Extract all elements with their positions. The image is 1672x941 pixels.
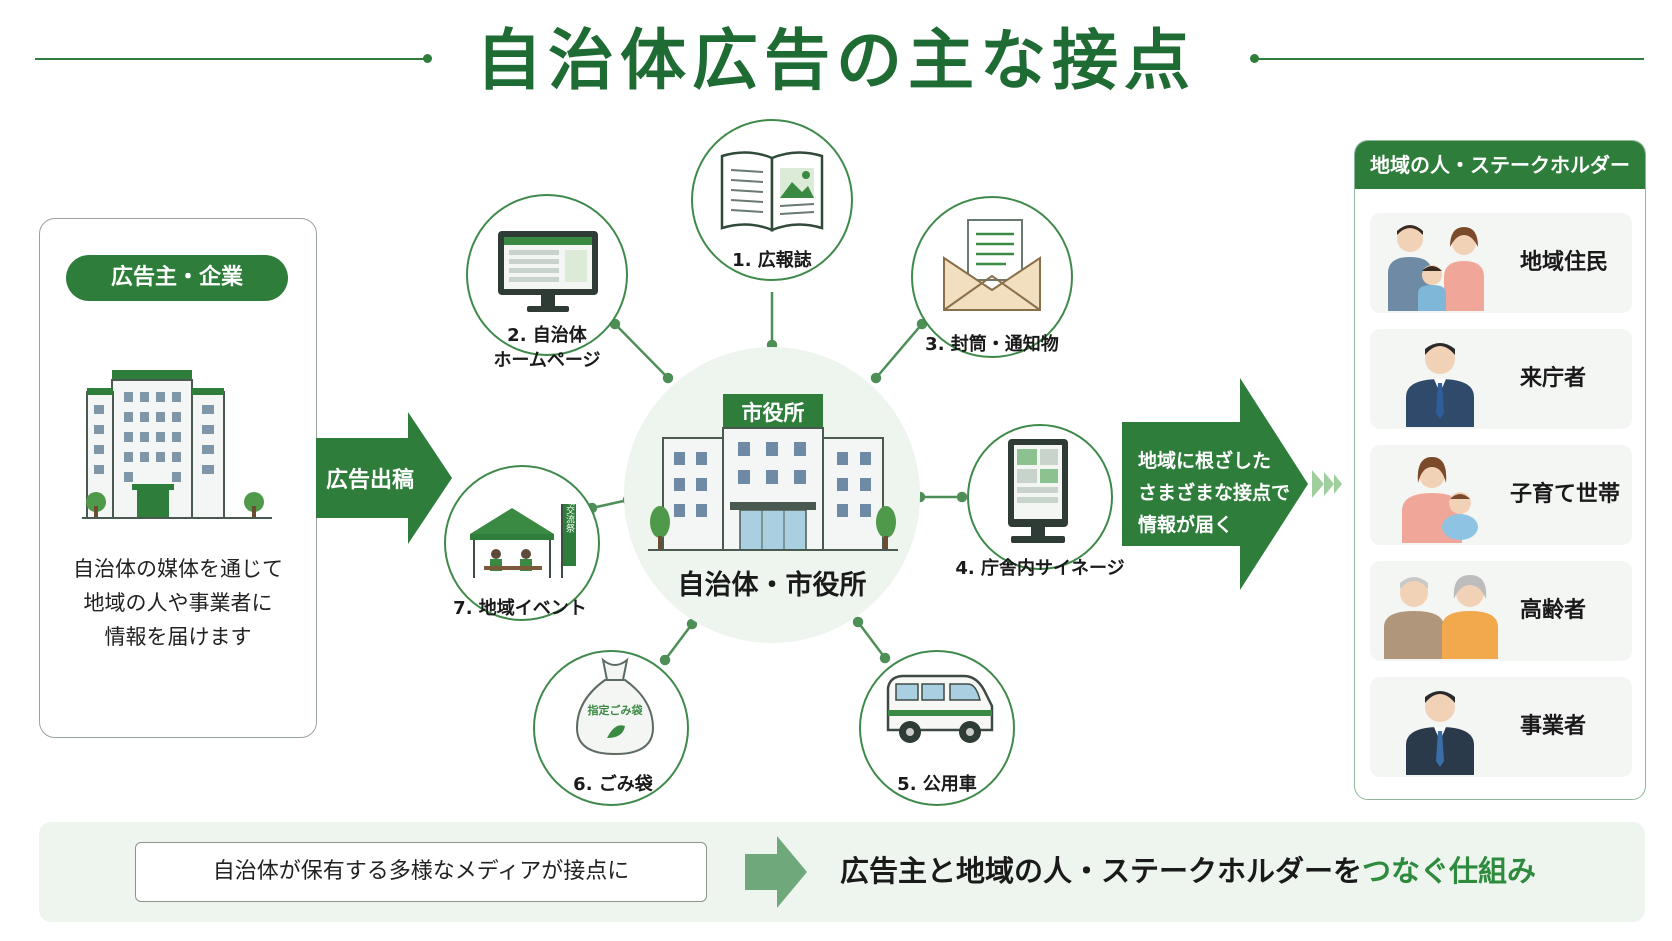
advertiser-description-line: 情報を届けます (104, 625, 252, 649)
monitor-icon (498, 231, 598, 312)
media-label-homepage: 2. 自治体 ホームページ (467, 323, 627, 373)
advertiser-description-line: 地域の人や事業者に (83, 591, 273, 615)
garbage-bag-print: 指定ごみ袋 (588, 703, 644, 717)
city-hall-icon: 市役所 (648, 394, 898, 551)
van-icon (886, 674, 994, 743)
summary-main-prefix: 広告主と地域の人・ステークホルダーを (840, 854, 1363, 888)
audience-card: 事業者 (1370, 677, 1632, 777)
deliver-arrow-line: 情報が届く (1138, 514, 1234, 536)
media-label-line: 2. 自治体 (507, 325, 587, 346)
audience-card: 子育て世帯 (1370, 445, 1632, 545)
parent-child-icon (1402, 457, 1478, 543)
city-hall-sign: 市役所 (742, 401, 805, 425)
audience-label: 地域住民 (1520, 250, 1609, 275)
media-label-line: 3. 封筒・通知物 (925, 334, 1059, 355)
summary-arrow (745, 836, 807, 908)
audience-panel: 地域の人・ステークホルダー 地域住民 来庁者 子育て世帯 (1354, 140, 1646, 800)
media-label-line: 7. 地域イベント (453, 598, 587, 619)
family-icon (1388, 225, 1484, 311)
advertiser-label: 広告主・企業 (66, 255, 288, 301)
audience-label: 来庁者 (1520, 366, 1587, 391)
title-rule-left-dot (423, 54, 432, 63)
title-rule-left (35, 58, 427, 60)
signage-icon (1008, 439, 1068, 543)
media-label-line: 6. ごみ袋 (573, 774, 653, 795)
businessperson-icon (1406, 691, 1474, 775)
audience-label: 事業者 (1520, 714, 1587, 739)
deliver-arrow-line: 地域に根ざした (1138, 450, 1272, 472)
magazine-icon (720, 151, 824, 232)
title-rule-right (1254, 58, 1644, 60)
media-label-line: ホームページ (493, 350, 601, 371)
deliver-arrow-label: 地域に根ざした さまざまな接点で 情報が届く (1138, 445, 1290, 541)
audience-card: 地域住民 (1370, 213, 1632, 313)
office-building-icon (82, 370, 272, 519)
media-label-line: 1. 広報誌 (732, 250, 812, 271)
summary-main-highlight: つなぐ仕組み (1362, 854, 1537, 888)
garbage-bag-icon: 指定ごみ袋 (575, 657, 655, 756)
advertiser-description-line: 自治体の媒体を通じて (73, 557, 283, 581)
center-label: 自治体・市役所 (677, 570, 867, 601)
summary-box: 自治体が保有する多様なメディアが接点に (135, 842, 707, 902)
media-label-envelope: 3. 封筒・通知物 (912, 332, 1072, 357)
media-label-line: 4. 庁舎内サイネージ (955, 558, 1125, 579)
media-label-magazine: 1. 広報誌 (692, 248, 852, 273)
media-label-line: 5. 公用車 (897, 774, 977, 795)
elderly-couple-icon (1384, 575, 1498, 659)
audience-card: 高齢者 (1370, 561, 1632, 661)
submit-arrow (316, 412, 452, 544)
media-label-van: 5. 公用車 (857, 772, 1017, 797)
audience-card: 来庁者 (1370, 329, 1632, 429)
deliver-arrow-line: さまざまな接点で (1138, 482, 1291, 504)
advertiser-description: 自治体の媒体を通じて 地域の人や事業者に 情報を届けます (39, 552, 317, 654)
deliver-arrow (1122, 378, 1342, 590)
media-label-signage: 4. 庁舎内サイネージ (945, 556, 1135, 581)
summary-main-text: 広告主と地域の人・ステークホルダーをつなぐ仕組み (840, 848, 1536, 894)
submit-arrow-label: 広告出稿 (326, 468, 415, 493)
audience-header: 地域の人・ステークホルダー (1355, 141, 1645, 189)
audience-label: 子育て世帯 (1510, 482, 1621, 507)
media-label-garbage-bag: 6. ごみ袋 (533, 772, 693, 797)
event-tent-icon: 地域交流祭 (470, 500, 576, 578)
media-label-event: 7. 地域イベント (440, 596, 600, 621)
event-banner-print: 地域交流祭 (564, 500, 575, 533)
visitor-icon (1406, 343, 1474, 427)
page-title: 自治体広告の主な接点 (476, 22, 1196, 99)
audience-label: 高齢者 (1520, 598, 1587, 623)
envelope-icon (943, 219, 1041, 311)
